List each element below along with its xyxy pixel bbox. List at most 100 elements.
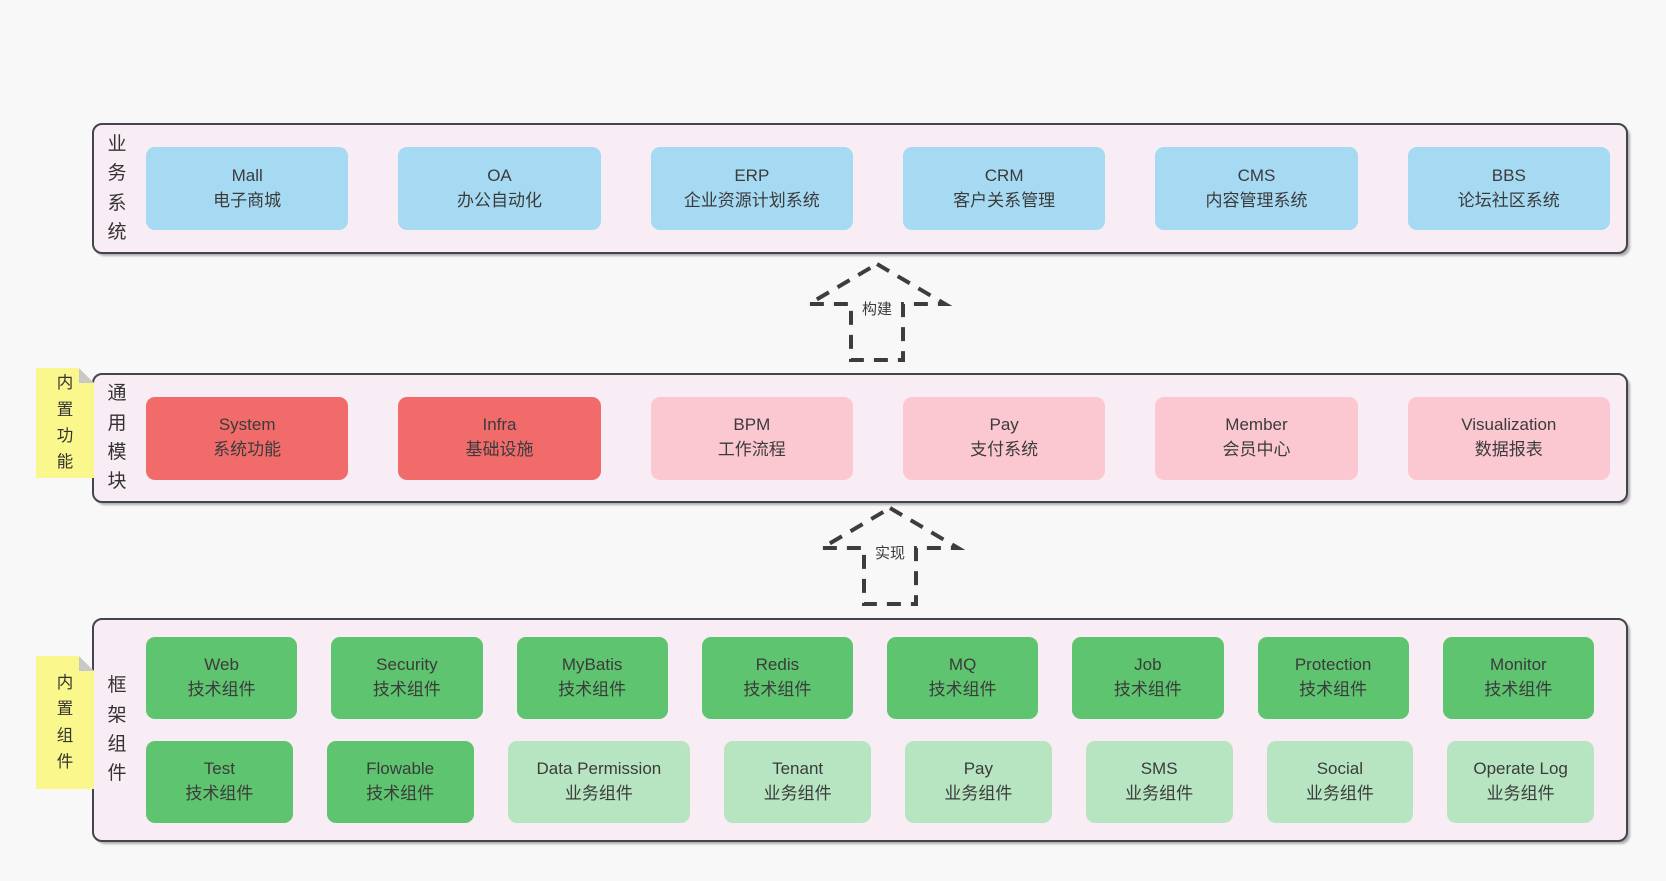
- band-business-systems: 业务系统 Mall 电子商城 OA 办公自动化 ERP 企业资源计划系统 CRM…: [92, 123, 1628, 254]
- arrow-build: 构建: [797, 260, 957, 366]
- box-title: Pay: [963, 759, 994, 779]
- component-row-1: Web 技术组件 Security 技术组件 MyBatis 技术组件 Redi…: [146, 637, 1594, 719]
- box-title: Security: [376, 655, 438, 675]
- box-title: Social: [1316, 759, 1364, 779]
- sticky-label: 内置组件: [56, 673, 74, 771]
- box-pay: Pay 支付系统: [902, 396, 1106, 480]
- box-title: Member: [1225, 415, 1288, 435]
- box-subtitle: 技术组件: [928, 680, 997, 699]
- box-subtitle: 技术组件: [372, 680, 441, 699]
- band-boxes: Mall 电子商城 OA 办公自动化 ERP 企业资源计划系统 CRM 客户关系…: [146, 147, 1626, 230]
- box-subtitle: 基础设施: [465, 440, 534, 459]
- dashed-up-arrow-icon: [801, 261, 953, 362]
- arrow-label: 构建: [857, 296, 897, 321]
- box-security: Security 技术组件: [331, 637, 483, 719]
- box-subtitle: 客户关系管理: [953, 190, 1056, 210]
- folded-corner-icon: [79, 368, 94, 383]
- box-monitor: Monitor 技术组件: [1442, 637, 1594, 719]
- box-member: Member 会员中心: [1155, 396, 1358, 480]
- box-title: Job: [1134, 655, 1162, 675]
- box-cms: CMS 内容管理系统: [1155, 147, 1358, 230]
- box-flowable: Flowable 技术组件: [326, 741, 474, 823]
- box-erp: ERP 企业资源计划系统: [650, 147, 853, 230]
- band-common-modules: 通用模块 System 系统功能 Infra 基础设施 BPM 工作流程 Pay…: [92, 373, 1628, 503]
- box-subtitle: 技术组件: [1484, 680, 1553, 699]
- box-pay-biz: Pay 业务组件: [905, 741, 1052, 823]
- component-row-2: Test 技术组件 Flowable 技术组件 Data Permission …: [146, 741, 1594, 823]
- box-subtitle: 数据报表: [1474, 440, 1543, 459]
- box-title: Test: [203, 759, 235, 779]
- band-rows: Web 技术组件 Security 技术组件 MyBatis 技术组件 Redi…: [146, 637, 1626, 823]
- box-redis: Redis 技术组件: [701, 637, 853, 719]
- box-subtitle: 企业资源计划系统: [683, 190, 820, 210]
- box-title: Operate Log: [1473, 759, 1568, 779]
- box-visualization: Visualization 数据报表: [1407, 396, 1610, 480]
- box-subtitle: 办公自动化: [456, 190, 542, 210]
- box-subtitle: 工作流程: [717, 440, 786, 459]
- box-title: SMS: [1140, 759, 1178, 779]
- box-social: Social 业务组件: [1266, 741, 1414, 823]
- arrow-implement: 实现: [810, 504, 970, 610]
- box-web: Web 技术组件: [146, 637, 298, 719]
- box-subtitle: 业务组件: [944, 784, 1013, 803]
- box-infra: Infra 基础设施: [398, 396, 601, 480]
- box-subtitle: 技术组件: [185, 784, 254, 803]
- box-subtitle: 业务组件: [1305, 784, 1374, 803]
- box-subtitle: 论坛社区系统: [1457, 190, 1560, 210]
- box-subtitle: 技术组件: [743, 680, 812, 699]
- box-subtitle: 支付系统: [970, 440, 1039, 459]
- box-sms: SMS 业务组件: [1085, 741, 1233, 823]
- box-subtitle: 系统功能: [213, 440, 282, 459]
- band-label: 框架组件: [107, 675, 127, 785]
- box-bpm: BPM 工作流程: [650, 396, 853, 480]
- box-subtitle: 技术组件: [1299, 680, 1368, 699]
- box-title: Pay: [989, 415, 1019, 435]
- box-crm: CRM 客户关系管理: [902, 147, 1106, 230]
- box-title: MQ: [948, 655, 977, 675]
- box-title: Redis: [755, 655, 800, 675]
- box-title: OA: [487, 165, 512, 185]
- box-title: CRM: [984, 165, 1024, 185]
- box-oa: OA 办公自动化: [398, 147, 601, 230]
- box-subtitle: 技术组件: [366, 784, 435, 803]
- box-subtitle: 技术组件: [187, 680, 256, 699]
- box-title: BPM: [733, 415, 771, 435]
- band-label: 通用模块: [107, 383, 127, 493]
- box-mall: Mall 电子商城: [146, 147, 349, 230]
- box-title: Mall: [231, 165, 263, 185]
- box-data-permission: Data Permission 业务组件: [507, 741, 691, 823]
- sticky-label: 内置功能: [56, 374, 74, 472]
- box-bbs: BBS 论坛社区系统: [1407, 147, 1610, 230]
- dashed-up-arrow-icon: [814, 505, 966, 606]
- box-title: ERP: [734, 165, 770, 185]
- box-subtitle: 会员中心: [1222, 440, 1291, 459]
- arrow-label: 实现: [870, 540, 910, 565]
- sticky-note-builtin-features: 内置功能: [36, 368, 94, 478]
- box-mq: MQ 技术组件: [887, 637, 1039, 719]
- box-title: Protection: [1294, 655, 1372, 675]
- box-protection: Protection 技术组件: [1257, 637, 1409, 719]
- box-subtitle: 业务组件: [763, 784, 832, 803]
- box-subtitle: 电子商城: [213, 190, 282, 210]
- box-title: MyBatis: [561, 655, 623, 675]
- box-title: System: [218, 415, 276, 435]
- band-boxes: System 系统功能 Infra 基础设施 BPM 工作流程 Pay 支付系统…: [146, 396, 1626, 480]
- box-title: Infra: [482, 415, 517, 435]
- box-subtitle: 技术组件: [1113, 680, 1182, 699]
- box-title: Data Permission: [536, 759, 662, 779]
- box-test: Test 技术组件: [146, 741, 293, 823]
- box-subtitle: 业务组件: [1486, 784, 1555, 803]
- box-title: BBS: [1491, 165, 1526, 185]
- box-title: CMS: [1237, 165, 1276, 185]
- box-tenant: Tenant 业务组件: [724, 741, 871, 823]
- band-framework-components: 框架组件 Web 技术组件 Security 技术组件 MyBatis 技术组件…: [92, 618, 1628, 842]
- box-subtitle: 技术组件: [558, 680, 627, 699]
- band-label: 业务系统: [107, 133, 127, 243]
- box-system: System 系统功能: [146, 396, 349, 480]
- box-subtitle: 业务组件: [564, 784, 633, 803]
- box-title: Flowable: [366, 759, 435, 779]
- box-mybatis: MyBatis 技术组件: [516, 637, 668, 719]
- sticky-note-builtin-components: 内置组件: [36, 656, 94, 789]
- box-subtitle: 内容管理系统: [1205, 190, 1308, 210]
